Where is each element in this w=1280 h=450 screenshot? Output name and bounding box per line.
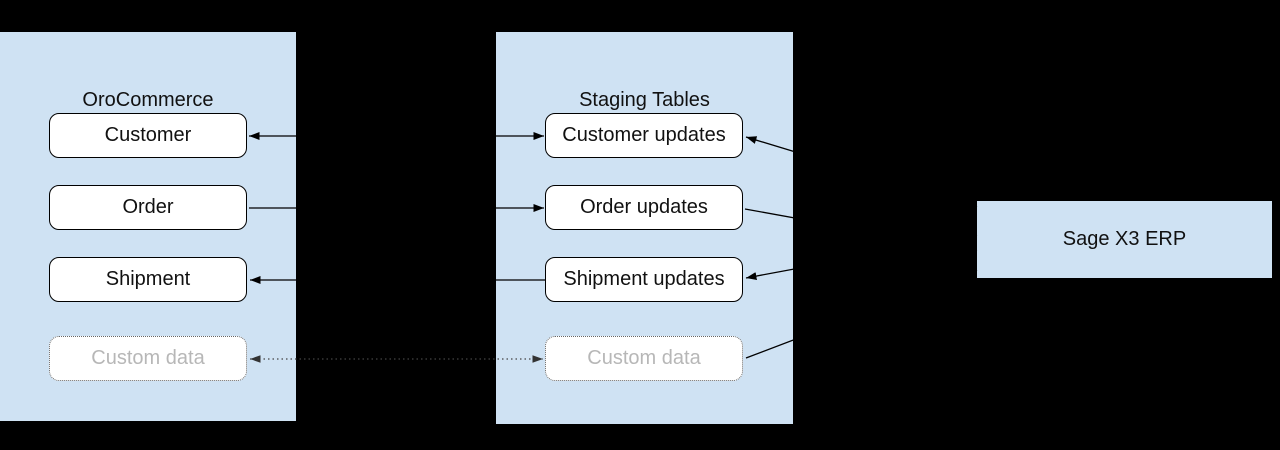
box-customer-updates: Customer updates <box>545 113 743 158</box>
box-custom-data-oro: Custom data <box>49 336 247 381</box>
box-shipment-updates: Shipment updates <box>545 257 743 302</box>
box-shipment: Shipment <box>49 257 247 302</box>
box-order-updates: Order updates <box>545 185 743 230</box>
box-custom-data-staging: Custom data <box>545 336 743 381</box>
orocommerce-panel-title: OroCommerce <box>82 89 214 111</box>
staging-tables-panel-title: Staging Tables <box>579 89 710 111</box>
box-order: Order <box>49 185 247 230</box>
box-customer: Customer <box>49 113 247 158</box>
box-sage-x3-erp: Sage X3 ERP <box>977 201 1272 278</box>
